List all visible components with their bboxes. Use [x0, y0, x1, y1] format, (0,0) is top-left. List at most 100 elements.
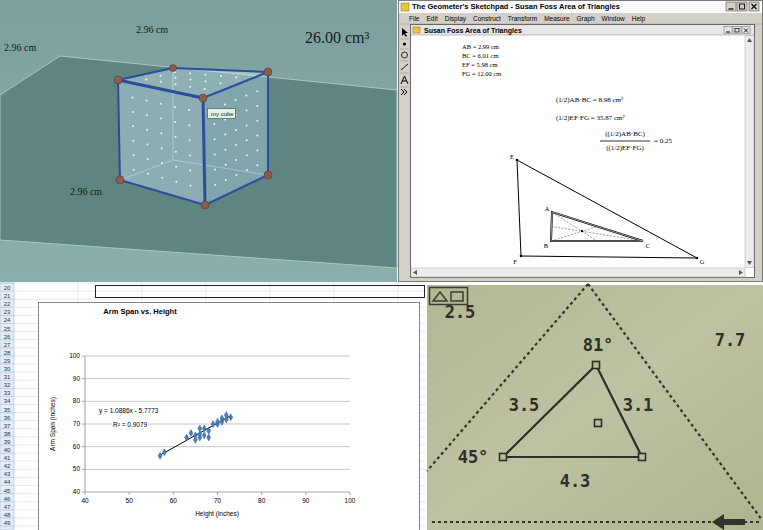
grid-dot: [188, 109, 190, 111]
menu-item: File: [409, 15, 419, 22]
cell-line: [14, 291, 426, 292]
tick-label: 60: [73, 443, 80, 450]
sketchpad-window: [747, 38, 752, 265]
spreadsheet: [0, 283, 14, 526]
grid-dot: [160, 103, 162, 105]
row-number: 34: [4, 398, 11, 404]
sketchpad-window: [745, 36, 754, 268]
menu-item: Construct: [473, 15, 501, 22]
tick-label: 60: [170, 498, 177, 505]
sketchpad-window: [740, 4, 745, 9]
menu-item: Measure: [544, 15, 569, 22]
tick-mark: [82, 446, 85, 447]
grid-dot: [188, 124, 190, 126]
calculator-screen: [503, 365, 642, 457]
node-title: my cube: [211, 111, 234, 117]
sketchpad-window: [401, 64, 408, 70]
cube-figure: [203, 72, 268, 205]
data-point: [202, 425, 206, 432]
sketchpad-window: [411, 268, 745, 277]
menu-item: Window: [602, 15, 625, 22]
grid-dot: [161, 177, 163, 179]
object-tag: my cube: [207, 108, 236, 119]
dimension-label: 2.96 cm: [4, 43, 36, 53]
sketchpad-window: [724, 27, 732, 34]
row-number: 49: [4, 520, 11, 526]
cube-figure: [267, 72, 269, 175]
tick-label: 90: [73, 375, 80, 382]
calculator-screen: [427, 285, 763, 530]
sketchpad-window: [399, 13, 762, 24]
row-number: 30: [4, 366, 11, 372]
data-point: [207, 427, 211, 434]
tick-label: 40: [73, 489, 80, 496]
sketchpad-window: [403, 42, 406, 45]
cube-figure: [114, 76, 122, 84]
tick-label: 80: [73, 398, 80, 405]
sketchpad-window: [735, 29, 739, 33]
menu-item: Display: [445, 15, 466, 22]
cube-figure: [114, 65, 272, 210]
cube-figure: [118, 80, 120, 180]
tick-mark: [305, 492, 306, 495]
sketchpad-window: [742, 27, 750, 34]
row-number: 36: [4, 415, 11, 421]
row-number: 35: [4, 407, 11, 413]
measurement: EF = 5.98 cm: [462, 62, 497, 69]
grid-dot: [256, 135, 258, 137]
grid-dot: [214, 153, 216, 155]
grid-dot: [147, 158, 149, 160]
triangle-figure: [517, 160, 697, 258]
cube-figure: [120, 180, 205, 205]
grid-dot: [189, 73, 191, 75]
axis-title: Height (inches): [195, 511, 239, 518]
point-label: F: [513, 259, 517, 266]
measurement: FG = 12.00 cm: [462, 71, 501, 78]
grid-dot: [205, 74, 207, 76]
cube-figure: [203, 72, 268, 98]
triangle-figure: [516, 141, 699, 259]
sketchpad-window: [726, 32, 730, 33]
grid-dot: [235, 99, 237, 101]
spreadsheet: [14, 283, 426, 530]
row-number: 23: [4, 309, 11, 315]
row-number: 41: [4, 455, 11, 461]
calculator-screen: [430, 288, 468, 305]
sketchpad-window: [400, 49, 409, 50]
point-label: C: [646, 243, 650, 250]
grid-dot: [161, 147, 163, 149]
data-point: [189, 430, 193, 437]
sketchpad-window: [399, 25, 410, 281]
sketchpad-window: [724, 27, 750, 34]
row-number: 44: [4, 479, 11, 485]
tick-label: 100: [345, 498, 356, 505]
sketchpad-window: [399, 1, 763, 282]
sketchpad-window: [411, 25, 754, 35]
measurement: BC = 6.01 cm: [462, 53, 499, 60]
row-number: 33: [4, 390, 11, 396]
tick-mark: [350, 492, 351, 495]
cube-figure: [264, 171, 272, 179]
row-number: 31: [4, 374, 11, 380]
row-number: 45: [4, 488, 11, 494]
sketchpad-window: [401, 76, 408, 84]
data-point: [198, 425, 202, 432]
calculator-screen: [595, 420, 602, 427]
grid-dot: [214, 169, 216, 171]
grid-dot: [246, 109, 248, 111]
grid-dot: [225, 164, 227, 166]
triangle-figure: [600, 141, 650, 142]
cube-figure: [118, 68, 268, 205]
grid-dot: [132, 140, 134, 142]
sketchpad-window: [744, 29, 748, 33]
dimension-label: 2.96 cm: [70, 187, 102, 197]
grid-dot: [133, 154, 135, 156]
calculator-screen: [427, 284, 588, 471]
grid-dot: [189, 86, 191, 88]
calculator-screen: [593, 362, 600, 369]
document-window: Susan Foss Area of Triangles: [410, 24, 755, 278]
calculator-screen: [433, 292, 447, 301]
row-number: 25: [4, 326, 11, 332]
data-point: [193, 432, 197, 439]
